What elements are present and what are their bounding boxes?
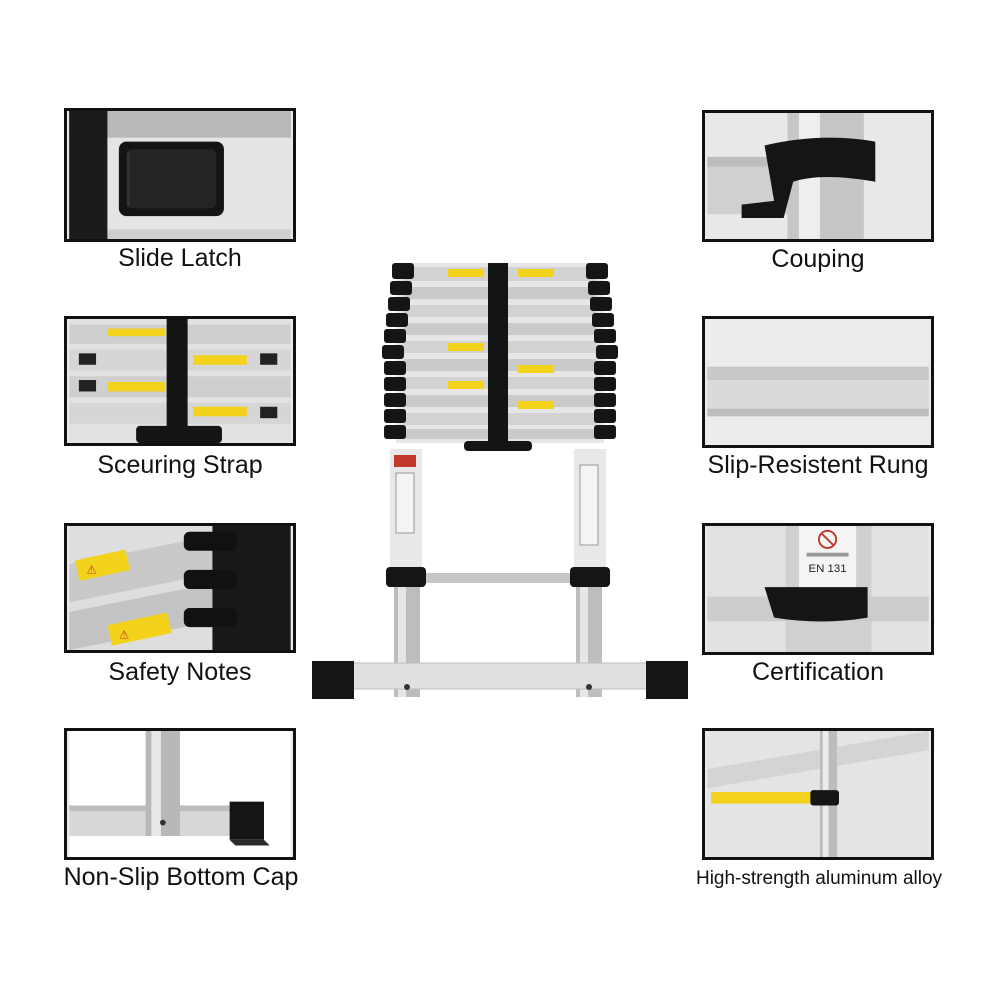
warning-icon: ⚠: [87, 563, 97, 577]
ladder-strap-buckle: [464, 441, 532, 451]
slip-rung-label: Slip-Resistent Rung: [707, 451, 929, 479]
ladder-lower-legs: [386, 449, 610, 697]
slide-latch-panel: [64, 108, 296, 242]
non-slip-cap-image: [69, 731, 291, 857]
alloy-label: High-strength aluminum alloy: [695, 868, 943, 889]
non-slip-cap-panel: [64, 728, 296, 860]
alloy-image: [707, 731, 929, 857]
couping-label: Couping: [771, 245, 865, 273]
ladder-stabilizer-bar: [312, 661, 688, 699]
ladder-warning-labels: [448, 269, 554, 409]
slip-rung-image: [707, 319, 929, 445]
certification-standard-text: EN 131: [808, 563, 846, 575]
ladder-side-caps-right: [586, 263, 618, 439]
certification-panel: EN 131: [702, 523, 934, 655]
couping-image: [707, 113, 929, 239]
securing-strap-image: [69, 319, 291, 443]
safety-notes-image: ⚠ ⚠: [69, 526, 291, 650]
securing-strap-panel: [64, 316, 296, 446]
securing-strap-label: Sceuring Strap: [97, 451, 263, 479]
certification-label: Certification: [752, 658, 884, 686]
safety-notes-panel: ⚠ ⚠: [64, 523, 296, 653]
safety-notes-label: Safety Notes: [108, 658, 252, 686]
slide-latch-image: [69, 111, 291, 239]
ladder-strap: [488, 263, 508, 445]
slide-latch-label: Slide Latch: [118, 244, 242, 272]
warning-icon: ⚠: [119, 628, 129, 642]
prohibition-sign-icon: [818, 529, 838, 549]
couping-panel: [702, 110, 934, 242]
certification-image: EN 131: [707, 526, 929, 652]
ladder-side-caps-left: [382, 263, 414, 439]
slip-rung-panel: [702, 316, 934, 448]
non-slip-cap-label: Non-Slip Bottom Cap: [63, 863, 299, 891]
ladder-icon: [312, 263, 688, 699]
alloy-panel: [702, 728, 934, 860]
ladder-top-sections: [382, 263, 618, 451]
